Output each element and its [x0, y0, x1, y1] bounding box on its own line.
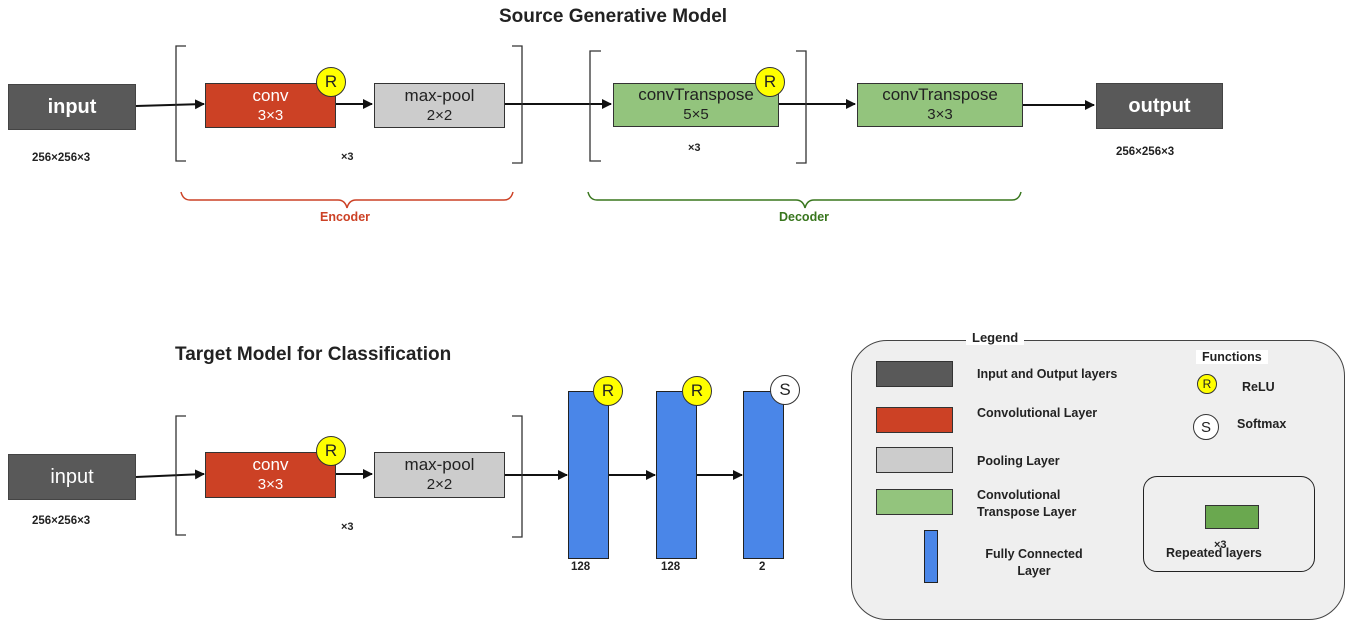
conv-layer-bottom: conv 3×3: [205, 452, 336, 498]
encoder-bracket-right: [512, 45, 523, 164]
softmax-badge-fc-3: S: [770, 375, 800, 405]
source-model-title: Source Generative Model: [499, 6, 728, 27]
tconv-layer-2: convTranspose 3×3: [857, 83, 1023, 127]
encoder-label: Encoder: [320, 210, 371, 224]
relu-badge-conv-bottom: R: [316, 436, 346, 466]
legend-title: Legend: [966, 330, 1025, 345]
legend-repeated-label: Repeated layers: [1166, 546, 1262, 560]
legend-repeated-layer-block: [1205, 505, 1259, 529]
legend-swatch-io: [876, 361, 953, 387]
legend-softmax-badge: S: [1193, 414, 1219, 440]
tconv1-size: 5×5: [683, 106, 709, 124]
legend-swatch-conv: [876, 407, 953, 433]
tconv2-label: convTranspose: [882, 85, 998, 105]
pool-layer-top: max-pool 2×2: [374, 83, 505, 128]
input-layer-bottom: input: [8, 454, 136, 500]
pool-size: 2×2: [426, 106, 453, 124]
functions-title: Functions: [1196, 350, 1268, 364]
conv-size: 3×3: [257, 106, 284, 124]
bottom-bracket-left: [175, 415, 186, 536]
tconv2-size: 3×3: [927, 106, 953, 124]
decoder-label: Decoder: [779, 210, 830, 224]
input-dim-top: 256×256×3: [32, 152, 91, 164]
fc-layer-3: [743, 391, 784, 559]
legend-label-fc: Fully Connected Layer: [985, 547, 1083, 578]
conv-size: 3×3: [257, 476, 284, 494]
relu-badge-tconv: R: [755, 67, 785, 97]
decoder-repeat: ×3: [688, 142, 701, 154]
fc-layer-2: [656, 391, 697, 559]
repeated-layers-box: [1143, 476, 1315, 572]
encoder-bracket-left: [175, 45, 186, 162]
decoder-bracket-right: [796, 50, 807, 164]
fc-units-2: 128: [661, 561, 681, 573]
legend-softmax-label: Softmax: [1237, 417, 1287, 431]
legend-swatch-tconv: [876, 489, 953, 515]
legend-relu-label: ReLU: [1242, 380, 1275, 394]
legend-label-tconv: Convolutional Transpose Layer: [977, 488, 1077, 519]
fc-units-1: 128: [571, 561, 591, 573]
bottom-repeat: ×3: [341, 521, 354, 533]
encoder-brace: [180, 191, 514, 209]
conv-label: conv: [252, 85, 289, 105]
tconv-layer-1: convTranspose 5×5: [613, 83, 779, 127]
arrow-input-to-conv: [135, 99, 205, 110]
conv-layer-top: conv 3×3: [205, 83, 336, 128]
input-layer-top: input: [8, 84, 136, 130]
encoder-repeat: ×3: [341, 151, 354, 163]
decoder-brace: [587, 191, 1022, 209]
legend-label-io: Input and Output layers: [977, 367, 1118, 381]
legend-repeated-count: ×3: [1214, 539, 1227, 551]
relu-badge-fc-1: R: [593, 376, 623, 406]
pool-label: max-pool: [404, 85, 475, 105]
pool-size: 2×2: [426, 476, 453, 494]
legend-swatch-fc: [924, 530, 938, 583]
fc-units-3: 2: [759, 561, 766, 573]
pool-layer-bottom: max-pool 2×2: [374, 452, 505, 498]
tconv1-label: convTranspose: [638, 85, 754, 105]
pool-label: max-pool: [404, 455, 475, 475]
output-layer: output: [1096, 83, 1223, 129]
relu-badge-conv-top: R: [316, 67, 346, 97]
input-dim-bottom: 256×256×3: [32, 515, 91, 527]
target-model-title: Target Model for Classification: [175, 344, 452, 365]
legend-swatch-pool: [876, 447, 953, 473]
arrow-input-to-conv-bottom: [135, 469, 205, 480]
fc-layer-1: [568, 391, 609, 559]
legend-label-pool: Pooling Layer: [977, 454, 1060, 468]
legend-label-conv: Convolutional Layer: [977, 406, 1098, 420]
legend-relu-badge: R: [1197, 374, 1217, 394]
relu-badge-fc-2: R: [682, 376, 712, 406]
bottom-bracket-right: [512, 415, 523, 538]
input-label: input: [50, 466, 94, 488]
decoder-bracket-left: [589, 50, 601, 162]
conv-label: conv: [252, 455, 289, 475]
output-dim: 256×256×3: [1116, 146, 1175, 158]
output-label: output: [1128, 95, 1191, 117]
input-label: input: [47, 96, 97, 118]
